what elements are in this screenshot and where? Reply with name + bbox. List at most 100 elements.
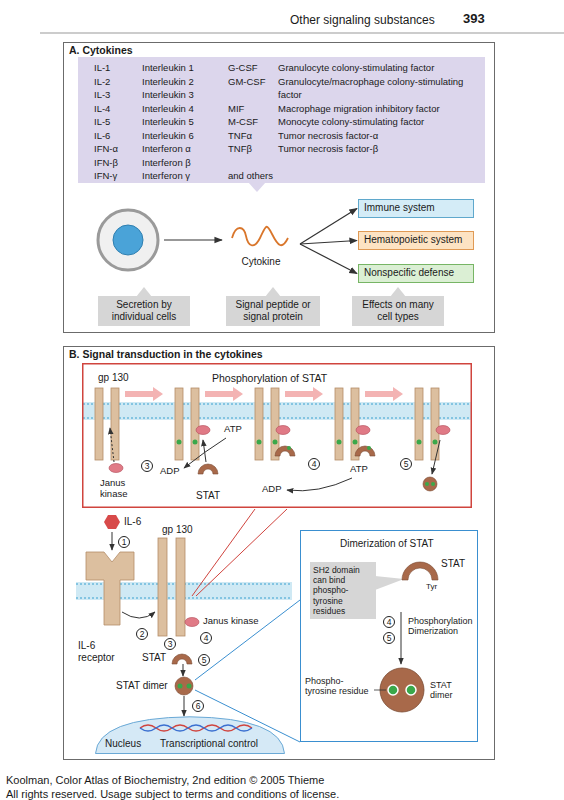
table-cell: Interleukin 4 [142,102,194,116]
callout-number: 1 [118,536,130,548]
target-label: Nonspecific defense [364,267,468,279]
stat-monomer [402,562,438,580]
callout-number: 2 [136,628,148,640]
step-arrow [125,387,403,401]
table-cell: M-CSF [228,115,258,129]
table-cell: Interleukin 3 [142,88,194,102]
target-label: Hematopoietic system [364,234,468,246]
secreting-cell [98,210,158,270]
janus-kinase [185,618,199,627]
step-arrow [285,387,323,401]
table-cell: Tumor necrosis factor-β [278,142,378,156]
table-cell: IL-5 [94,115,110,129]
stat-dimer-large [388,685,398,695]
leader-line [374,690,386,691]
molecule-name: ATP [350,464,368,475]
protein-name: STAT dimer [116,680,168,692]
process-name: Transcriptional control [160,738,258,750]
stat-dimer-large [380,668,424,712]
reaction-arrow [432,440,440,474]
caption-box: Secretion by individual cells [98,296,190,326]
reaction-arrow [183,664,184,676]
gp130-receptor [255,388,263,460]
nucleus-outline [96,717,285,754]
stat-protein [172,654,192,664]
caption-text: Effects on many cell types [356,299,440,323]
step-arrow [365,387,403,401]
leader-line [374,690,386,691]
reaction-arrow [184,696,185,716]
section-heading: B. Signal transduction in the cytokines [69,348,263,361]
phosphate-group [273,440,278,445]
molecule-name: ATP [224,424,242,435]
copyright-note: Koolman, Color Atlas of Biochemistry, 2n… [6,774,324,787]
cytokine-chain [232,227,288,246]
receptor-name: IL-6 receptor [78,640,128,663]
stat-monomer [402,562,438,580]
table-cell: Monocyte colony-stimulating factor [278,115,424,129]
connector-arrow [300,241,357,245]
header-rule [40,33,564,34]
stat-dimer [175,677,193,695]
abbreviation-table: IL-1Interleukin 1G-CSFGranulocyte colony… [78,57,485,183]
copyright-note: All rights reserved. Usage subject to te… [6,788,339,800]
target-box: Hematopoietic system [358,231,474,250]
running-head: Other signaling substances [290,14,435,28]
il6-ligand [104,515,120,529]
step-arrow [205,387,243,401]
organelle-name: Nucleus [105,738,141,750]
gp130-receptor [415,388,423,460]
section-heading: A. Cytokines [69,44,133,57]
table-cell: IFN-α [94,142,118,156]
callout-number: 6 [192,700,204,712]
table-cell: Interferon α [142,142,191,156]
table-cell: TNFα [228,129,252,143]
stat-dimer-large [406,685,416,695]
connector-arrow [300,209,357,245]
table-cell: Tumor necrosis factor-α [278,129,378,143]
dna-helix [140,725,252,731]
reaction-arrow [184,438,226,468]
secreting-cell [113,225,143,255]
gp130-receptor [95,388,439,636]
table-cell: GM-CSF [228,75,265,89]
callout-number: 4 [308,458,320,470]
table-cell: IL-6 [94,129,110,143]
callout-text: SH2 domain can bind phospho-tyrosine res… [313,565,373,616]
table-cell: Interferon γ [142,169,190,183]
table-cell: Interleukin 6 [142,129,194,143]
frame-heading: Dimerization of STAT [340,538,434,550]
target-label: Immune system [364,202,468,214]
stat-protein [275,446,295,456]
table-cell: Interleukin 5 [142,115,194,129]
dna-helix [140,725,252,731]
phosphate-group [337,440,342,445]
janus-kinase [109,464,123,473]
zoom-line [192,509,255,596]
table-cell: TNFβ [228,142,252,156]
caption-box: Signal peptide or signal protein [226,296,320,326]
ligand-name: IL-6 [124,516,141,528]
il6-receptor [86,552,134,625]
table-cell: Interleukin 2 [142,75,194,89]
process-name: Phosphorylation Dimerization [408,616,476,637]
receptor-name: gp 130 [162,524,193,536]
gp130-receptor [158,538,167,636]
frame-heading: Phosphorylation of STAT [212,372,327,385]
callout-number: 5 [400,458,412,470]
molecule-name: ADP [262,484,282,495]
caption-text: Secretion by individual cells [102,299,186,323]
table-cell: MIF [228,102,244,116]
residue-name: Phospho-tyrosine residue [305,676,371,697]
janus-kinase [276,426,290,435]
gp130-receptor [95,388,103,460]
reaction-arrow [112,532,113,550]
nucleus-fill [96,717,285,754]
gp130-receptor [335,388,343,460]
header-rule [40,33,564,34]
stat-protein [425,482,429,486]
callout-pointer [375,576,404,590]
cytokine-chain [232,227,288,246]
enzyme-name: Janus kinase [203,616,258,627]
table-cell: IL-2 [94,75,110,89]
